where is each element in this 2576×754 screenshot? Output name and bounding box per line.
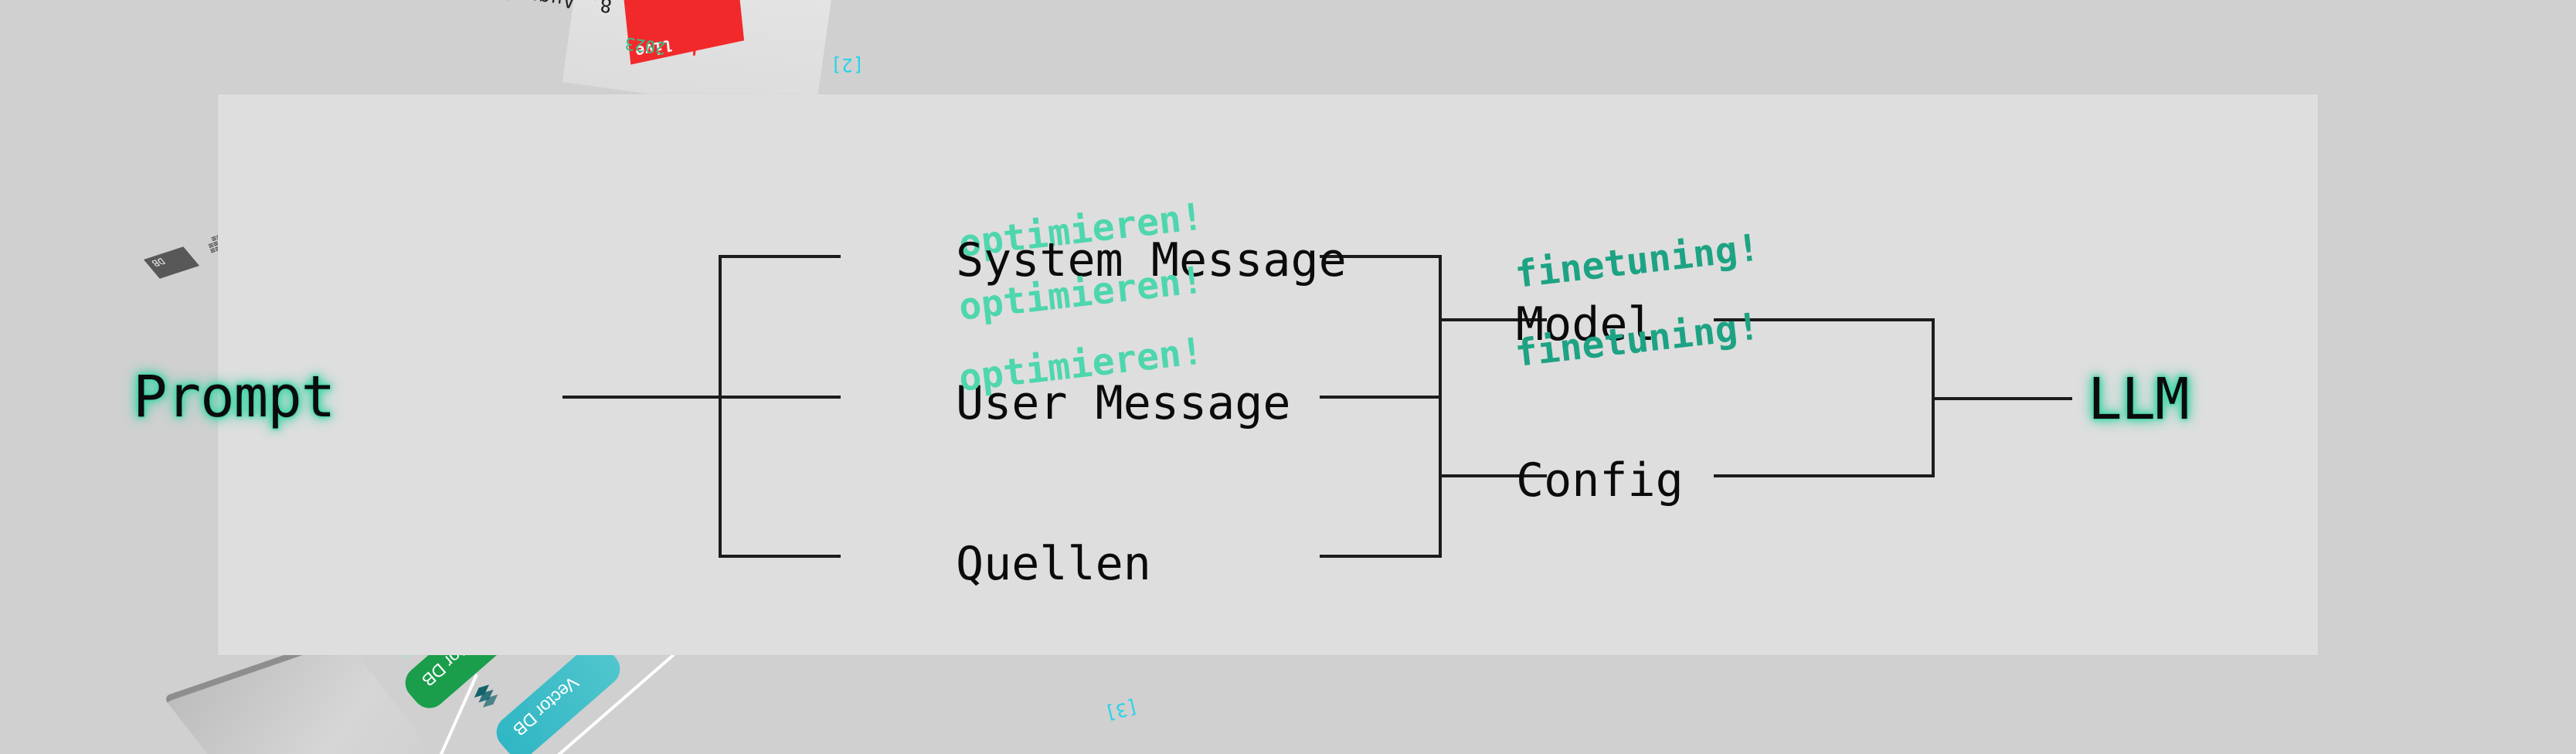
background-reference-mark-2: [2] — [831, 54, 865, 76]
connector-branch-user-message — [719, 396, 841, 399]
connector-final-to-llm — [1932, 397, 2072, 400]
background-red-tag-label: live — [634, 35, 674, 62]
background-red-pointer — [692, 8, 701, 56]
node-quellen[interactable]: Quellen — [956, 537, 1151, 591]
connector-merge-to-model — [1439, 318, 1547, 321]
connector-config-to-final — [1714, 474, 1933, 477]
connector-system-message-to-merge — [1320, 255, 1439, 258]
connector-user-message-to-merge — [1320, 396, 1439, 399]
slide-panel: Prompt optimieren! System Message optimi… — [133, 94, 2318, 655]
background-red-tag: live — [623, 0, 745, 65]
background-pill-label: Vector DB — [508, 672, 583, 740]
node-llm[interactable]: LLM — [2088, 366, 2190, 433]
background-small-card: DB — [143, 246, 200, 279]
node-system-message[interactable]: System Message — [956, 233, 1347, 287]
tagline-finetuning-model: finetuning! — [1513, 226, 1762, 297]
node-user-message[interactable]: User Message — [956, 376, 1291, 430]
connector-branch-system-message — [719, 255, 841, 258]
background-year-text: 2023 — [624, 32, 668, 57]
connector-left-bracket-vertical — [719, 255, 722, 558]
background-white-connector-b — [428, 674, 478, 754]
connector-prompt-to-branch — [562, 396, 722, 399]
flow-diagram: Prompt optimieren! System Message optimi… — [133, 94, 2318, 655]
node-config[interactable]: Config — [1516, 453, 1684, 508]
background-small-card-label: DB — [149, 256, 168, 269]
background-reference-mark-3: [3] — [1103, 695, 1141, 725]
node-prompt[interactable]: Prompt — [133, 364, 335, 430]
background-date-text: 8. August 2023 — [438, 0, 613, 17]
connector-branch-quellen — [719, 555, 841, 558]
database-stack-icon — [467, 678, 505, 715]
connector-merge-to-config — [1439, 474, 1547, 477]
connector-merge-bracket-vertical — [1439, 255, 1442, 558]
connector-model-to-final — [1714, 318, 1933, 321]
node-model[interactable]: Model — [1516, 297, 1656, 352]
connector-quellen-to-merge — [1320, 555, 1439, 558]
